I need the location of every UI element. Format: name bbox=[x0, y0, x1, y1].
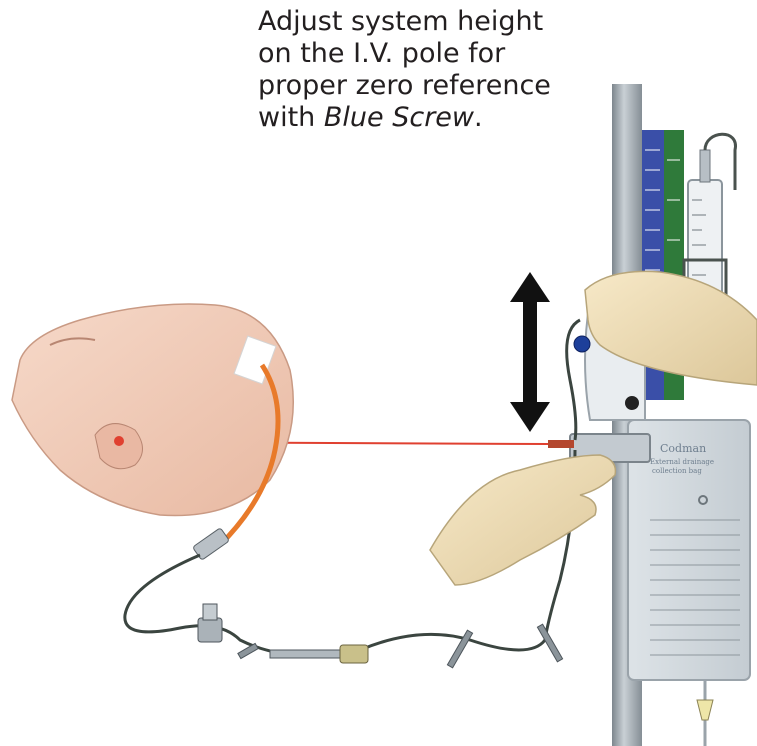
laser-pointer-tip bbox=[548, 440, 574, 448]
double-vertical-arrow-icon bbox=[510, 272, 550, 432]
stopcock-assembly bbox=[198, 604, 368, 663]
tragus-reference-point bbox=[114, 436, 124, 446]
bag-label-line-1: External drainage bbox=[650, 458, 714, 466]
luer-cap bbox=[340, 645, 368, 663]
bag-label-line-2: collection bag bbox=[652, 467, 702, 475]
bag-brand-label: Codman bbox=[660, 442, 706, 455]
drainage-collection-bag: Codman External drainage collection bag bbox=[628, 420, 750, 746]
patient-head bbox=[12, 304, 293, 516]
blue-screw-icon bbox=[574, 336, 590, 352]
lower-gloved-hand bbox=[430, 455, 615, 585]
